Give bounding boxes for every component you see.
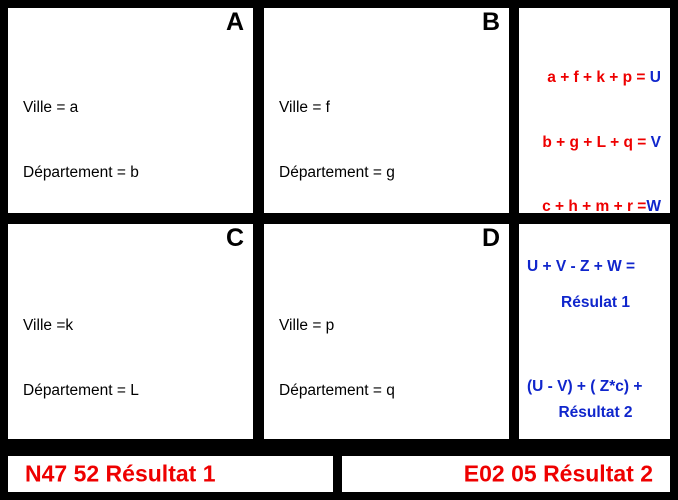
- panel-b-line-1: Ville = f: [279, 99, 330, 116]
- panel-letter-d: D: [481, 224, 500, 252]
- panel-c-line-1: Ville =k: [23, 317, 74, 334]
- panel-c-line-2: Département = L: [23, 381, 139, 399]
- panel-c-lines: Ville =k Département = L Nombre de réact…: [23, 272, 249, 439]
- result-1-label: Résulat 1: [561, 294, 630, 311]
- coordinate-bar-east: E02 05 Résultat 2: [342, 456, 670, 492]
- equation-row-3: c + h + m + r =W: [519, 196, 661, 213]
- info-panel-d: D Ville = p Département = q Nombre de ré…: [264, 224, 509, 439]
- panel-a-lines: Ville = a Département = b Nombre de réac…: [23, 54, 249, 213]
- equation-3-lhs: c + h + m + r =: [542, 198, 647, 213]
- panel-b-lines: Ville = f Département = g Nombre de réac…: [279, 54, 505, 213]
- info-panel-c: C Ville =k Département = L Nombre de réa…: [8, 224, 253, 439]
- panel-letter-a: A: [225, 8, 244, 36]
- result-2-formula: (U - V) + ( Z*c) + W + V + h =: [527, 334, 664, 439]
- equation-2-lhs: b + g + L + q =: [542, 133, 651, 151]
- equation-3-rhs: W: [646, 198, 661, 213]
- equation-2-rhs: V: [650, 133, 661, 151]
- panel-a-line-1: Ville = a: [23, 99, 79, 116]
- result-2-label: Résultat 2: [558, 404, 633, 421]
- panel-b-line-2: Département = g: [279, 163, 395, 181]
- coordinate-bar-north: N47 52 Résultat 1: [8, 456, 333, 492]
- info-panel-a: A Ville = a Département = b Nombre de ré…: [8, 8, 253, 213]
- panel-d-line-1: Ville = p: [279, 317, 335, 334]
- info-panel-b: B Ville = f Département = g Nombre de ré…: [264, 8, 509, 213]
- result-1-formula: U + V - Z + W =: [527, 258, 636, 275]
- equations-list: a + f + k + p = U b + g + L + q = V c + …: [519, 24, 661, 213]
- panel-d-line-2: Département = q: [279, 381, 395, 399]
- equation-row-1: a + f + k + p = U: [519, 67, 661, 89]
- result-2-formula-line-1: (U - V) + ( Z*c) +: [527, 378, 643, 395]
- panel-letter-b: B: [481, 8, 500, 36]
- panel-letter-c: C: [225, 224, 244, 252]
- equation-row-2: b + g + L + q = V: [519, 132, 661, 154]
- equations-panel: a + f + k + p = U b + g + L + q = V c + …: [519, 8, 670, 213]
- results-panel: U + V - Z + W = Résulat 1 (U - V) + ( Z*…: [519, 224, 670, 439]
- equation-1-lhs: a + f + k + p =: [547, 69, 650, 86]
- panel-a-line-2: Département = b: [23, 163, 139, 181]
- coordinate-north-text: N47 52 Résultat 1: [25, 460, 216, 487]
- equation-1-rhs: U: [649, 69, 661, 86]
- panel-d-lines: Ville = p Département = q Nombre de réac…: [279, 272, 505, 439]
- coordinate-east-text: E02 05 Résultat 2: [463, 460, 653, 487]
